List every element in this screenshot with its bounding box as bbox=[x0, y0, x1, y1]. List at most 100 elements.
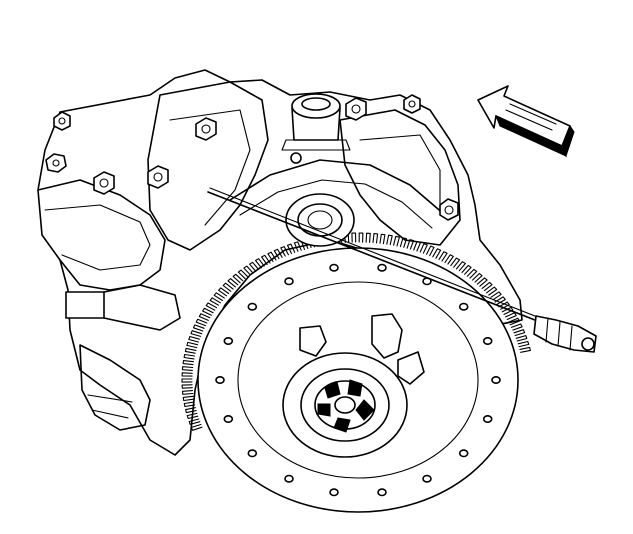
ring-gear-tooth bbox=[490, 291, 502, 301]
ring-gear-tooth bbox=[183, 401, 196, 408]
ring-gear-tooth bbox=[254, 258, 265, 269]
engine-mount-pad bbox=[65, 291, 105, 319]
ring-gear-tooth bbox=[517, 340, 530, 348]
ring-gear-tooth bbox=[498, 301, 510, 310]
ring-gear-tooth bbox=[515, 335, 528, 342]
block-right-casting bbox=[339, 109, 461, 246]
ring-gear-tooth bbox=[466, 268, 478, 279]
ring-gear-tooth bbox=[182, 395, 195, 402]
flywheel-bolt-hole bbox=[377, 488, 387, 497]
ring-gear-tooth bbox=[510, 323, 523, 331]
ring-gear-tooth bbox=[183, 353, 196, 360]
ring-gear-tooth bbox=[181, 366, 194, 371]
ring-gear-tooth bbox=[222, 282, 234, 292]
flywheel-bolt-hole bbox=[329, 263, 339, 272]
ring-gear-tooth bbox=[494, 296, 506, 305]
timing-cover-rib bbox=[169, 109, 251, 226]
sensor-probe-rod-edge bbox=[209, 187, 541, 319]
flywheel-bolt-hole bbox=[247, 302, 258, 311]
ring-gear-tooth bbox=[182, 360, 195, 366]
ring-gear-tooth bbox=[358, 232, 364, 243]
ring-gear-tooth bbox=[186, 341, 199, 349]
ring-gear-tooth bbox=[209, 297, 221, 306]
sensor-probe-thread bbox=[569, 325, 573, 351]
sensor-probe-tip bbox=[581, 337, 595, 351]
bolt bbox=[53, 111, 71, 131]
arrow-icon bbox=[477, 85, 575, 158]
bell-housing-edge bbox=[229, 159, 446, 216]
top-fitting-flange bbox=[281, 139, 351, 151]
ring-gear-tooth bbox=[471, 272, 483, 283]
ring-gear-tooth bbox=[243, 265, 254, 276]
ring-gear-tooth bbox=[280, 246, 289, 257]
ring-gear-tooth bbox=[486, 286, 498, 296]
bolt bbox=[439, 198, 459, 221]
ring-gear-tooth bbox=[461, 264, 472, 275]
ring-gear-tooth bbox=[273, 248, 283, 260]
ring-gear-tooth bbox=[386, 234, 393, 246]
ring-gear-tooth bbox=[432, 248, 442, 259]
sensor-probe bbox=[207, 187, 597, 353]
flywheel bbox=[181, 232, 531, 513]
timing-cover bbox=[147, 81, 269, 251]
bolt bbox=[45, 153, 67, 173]
block-rib-1 bbox=[87, 394, 133, 403]
flywheel-bolt-hole bbox=[223, 336, 234, 345]
ring-gear-tooth bbox=[188, 335, 200, 343]
arrow-icon-shadow bbox=[495, 115, 567, 157]
ring-gear-tooth bbox=[198, 313, 211, 321]
ring-gear-tooth bbox=[261, 254, 271, 266]
flywheel-inner-ring bbox=[237, 281, 479, 479]
ring-gear-tooth bbox=[181, 378, 193, 383]
flywheel-bolt-hole bbox=[422, 474, 432, 483]
ring-gear-tooth bbox=[519, 346, 531, 353]
mount-bracket bbox=[103, 284, 181, 331]
head-gasket-line bbox=[44, 204, 151, 271]
ring-gear-tooth bbox=[249, 261, 260, 272]
ring-gear-tooth bbox=[438, 251, 448, 262]
sensor-probe-thread bbox=[557, 321, 561, 347]
ring-gear-tooth bbox=[351, 232, 357, 243]
ring-gear-tooth bbox=[218, 287, 230, 297]
ring-gear-tooth bbox=[267, 251, 277, 263]
ring-gear-tooth bbox=[393, 235, 400, 247]
ring-gear-tooth bbox=[286, 243, 296, 255]
ring-gear-tooth bbox=[181, 384, 193, 389]
ring-gear-tooth bbox=[505, 312, 517, 321]
flywheel-bolt-hole bbox=[377, 263, 387, 272]
sensor-probe-rod bbox=[207, 191, 541, 323]
flywheel-bolt-hole bbox=[215, 375, 225, 384]
flywheel-bolt-hole bbox=[247, 449, 258, 458]
counterweight-lobe bbox=[397, 351, 425, 385]
ring-gear-tooth bbox=[476, 277, 488, 287]
ring-gear-tooth bbox=[455, 261, 466, 272]
bolt bbox=[195, 117, 217, 141]
ring-gear-tooth bbox=[406, 239, 415, 250]
flywheel-center-recess bbox=[300, 368, 390, 442]
crankshaft-hub bbox=[314, 379, 376, 433]
ring-gear-tooth bbox=[190, 423, 203, 431]
ring-gear-tooth bbox=[419, 243, 428, 254]
ring-gear-tooth bbox=[188, 418, 201, 425]
ring-gear-tooth bbox=[293, 241, 302, 252]
rear-main-seal bbox=[285, 193, 355, 247]
ring-gear-tooth bbox=[450, 257, 461, 268]
bell-housing-inner bbox=[239, 179, 433, 229]
flywheel-bolt-holes bbox=[215, 263, 501, 497]
flywheel-bolt-hole bbox=[284, 474, 294, 483]
ring-gear-tooth bbox=[513, 329, 526, 337]
flywheel-bolt-hole bbox=[482, 414, 493, 423]
bolts bbox=[45, 94, 459, 221]
ring-gear-tooth bbox=[481, 281, 493, 292]
ring-gear-tooth bbox=[192, 324, 205, 332]
flywheel-bolt-hole bbox=[458, 302, 469, 311]
ring-gear-tooth bbox=[232, 273, 244, 284]
ring-gear-tooth bbox=[372, 233, 379, 244]
top-fitting bbox=[281, 93, 351, 151]
bolt bbox=[403, 94, 421, 114]
ring-gear-tooth bbox=[379, 233, 386, 245]
flywheel-bolt-hole bbox=[491, 375, 501, 384]
ring-gear-tooth bbox=[365, 232, 371, 243]
bolt bbox=[147, 165, 169, 189]
